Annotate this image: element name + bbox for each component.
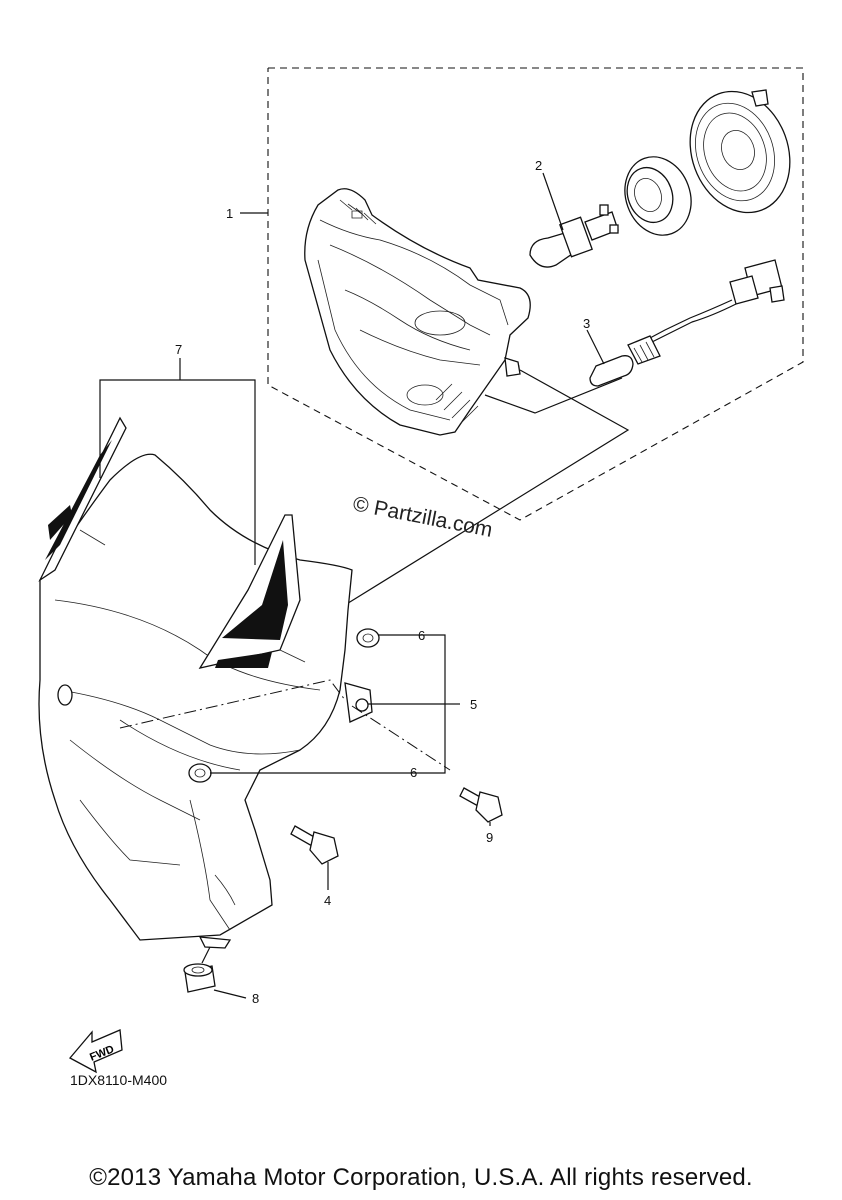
callout-6-lower[interactable]: 6 xyxy=(410,765,417,780)
bulb-seal-ring[interactable] xyxy=(614,147,702,244)
position-light-wire-harness[interactable] xyxy=(627,259,785,365)
callout-6-upper[interactable]: 6 xyxy=(418,628,425,643)
callout-3[interactable]: 3 xyxy=(583,316,590,331)
headlight-dust-cover[interactable] xyxy=(674,77,807,226)
damper-upper[interactable] xyxy=(356,628,405,648)
collar-8[interactable] xyxy=(183,946,247,999)
position-bulb[interactable] xyxy=(586,329,634,387)
callout-1[interactable]: 1 xyxy=(226,206,233,221)
cowling-graphic-left[interactable] xyxy=(38,416,127,582)
cowling-graphic-right[interactable] xyxy=(198,514,306,669)
callout-9[interactable]: 9 xyxy=(486,830,493,845)
bolt-4[interactable] xyxy=(290,825,339,890)
partzilla-watermark: © Partzilla.com xyxy=(351,492,494,542)
callout-8[interactable]: 8 xyxy=(252,991,259,1006)
callout-4[interactable]: 4 xyxy=(324,893,331,908)
fwd-arrow-icon: FWD xyxy=(68,1029,123,1074)
copyright-notice: ©2013 Yamaha Motor Corporation, U.S.A. A… xyxy=(89,1164,753,1191)
assembly-leader-lines xyxy=(344,369,630,606)
headlight-assembly-group-outline xyxy=(240,67,804,521)
callout-bracket-5 xyxy=(368,634,460,774)
callout-2[interactable]: 2 xyxy=(535,158,542,173)
cowling-dashed-leaders xyxy=(119,679,451,771)
diagram-code: 1DX8110-M400 xyxy=(70,1072,168,1088)
callout-7[interactable]: 7 xyxy=(175,342,182,357)
bolt-9[interactable] xyxy=(459,787,503,826)
headlight-cowling[interactable] xyxy=(38,453,373,949)
headlight-bulb[interactable] xyxy=(529,172,619,268)
damper-lower[interactable] xyxy=(188,763,405,783)
headlight-housing[interactable] xyxy=(304,188,531,436)
callout-5[interactable]: 5 xyxy=(470,697,477,712)
callout-bracket-7 xyxy=(99,358,256,565)
